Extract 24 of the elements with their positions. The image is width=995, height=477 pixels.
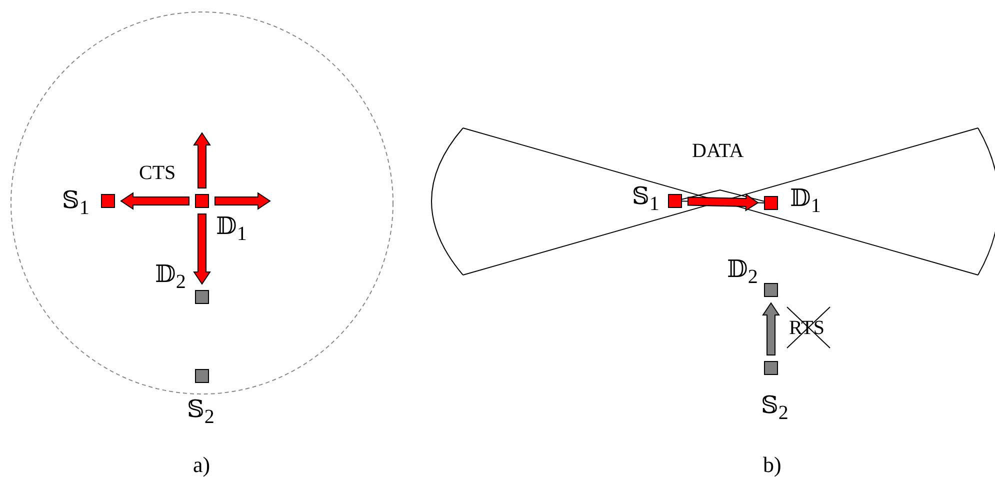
block-arrow [193,132,211,188]
block-arrow [214,192,271,210]
station-label: 𝔻$_{2}$ [727,257,758,287]
station-square [195,290,209,304]
station-label: 𝔻$_{2}$ [155,262,186,292]
panel-caption: a) [193,454,210,476]
station-label: 𝔻$_{1}$ [216,214,247,244]
block-arrow [687,194,759,212]
station-square [195,194,209,208]
station-label: 𝔻$_{1}$ [790,186,821,216]
station-square [764,283,778,297]
panel-caption: b) [763,454,782,476]
station-square [101,194,115,208]
block-arrow [762,302,780,356]
station-square [764,361,778,375]
station-square [764,196,778,210]
station-label: 𝕊$_{1}$ [62,188,90,218]
block-arrow [193,214,211,285]
station-square [668,194,682,208]
station-square [195,369,209,383]
block-arrow [120,192,190,210]
station-label: 𝕊$_{2}$ [187,397,214,427]
station-label: 𝕊$_{2}$ [761,393,788,423]
station-label: 𝕊$_{1}$ [632,184,660,214]
